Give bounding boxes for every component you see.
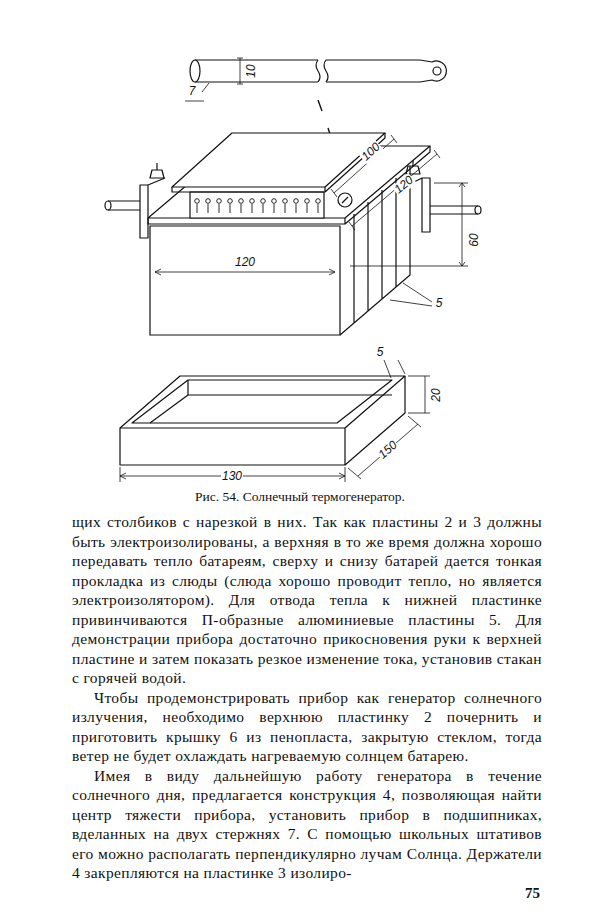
rod xyxy=(185,58,446,137)
terminal xyxy=(239,199,244,204)
hole-mark xyxy=(342,197,348,203)
tray-side xyxy=(345,376,405,465)
dimension-line xyxy=(349,150,440,230)
tray xyxy=(120,360,430,482)
terminal xyxy=(305,199,310,204)
fin-front xyxy=(150,226,340,335)
rod-stub xyxy=(430,206,478,214)
rod-eye xyxy=(420,60,446,82)
body-paragraph: Имея в виду дальнейшую работу генератора… xyxy=(72,766,542,883)
dimension-line xyxy=(155,269,335,275)
terminal xyxy=(294,199,299,204)
tray-inner-wall xyxy=(150,380,392,423)
dimension-label: 7 xyxy=(188,85,197,98)
dimension-label: 120 xyxy=(234,256,256,269)
dimension-label: 5 xyxy=(435,297,444,310)
terminal xyxy=(195,199,200,204)
page-number: 75 xyxy=(525,885,540,902)
plate-top xyxy=(172,133,385,187)
tray-front xyxy=(120,428,345,465)
rod-end xyxy=(190,60,200,82)
battery-band xyxy=(190,192,324,218)
leader-line xyxy=(390,283,432,306)
tray-top xyxy=(120,376,405,428)
dimension-line xyxy=(331,135,397,197)
dimension-label: 120 xyxy=(391,173,416,197)
hole xyxy=(338,193,352,207)
terminals xyxy=(195,199,321,213)
bracket xyxy=(410,178,430,232)
dimension-label: 10 xyxy=(245,63,258,78)
screw-nut xyxy=(150,163,164,178)
terminal xyxy=(250,199,255,204)
dimension-line xyxy=(120,467,345,482)
dimension-label: 130 xyxy=(221,470,243,483)
terminal xyxy=(283,199,288,204)
terminal xyxy=(206,199,211,204)
dimension-line xyxy=(237,58,243,84)
leader-line xyxy=(384,360,405,378)
plate-edge xyxy=(172,133,385,192)
terminal xyxy=(217,199,222,204)
dimension-line xyxy=(348,416,421,479)
dimension-label: 60 xyxy=(468,232,481,247)
battery xyxy=(190,192,324,218)
terminal-legs xyxy=(197,204,318,213)
terminal xyxy=(316,199,321,204)
terminal xyxy=(261,199,266,204)
rod-stub xyxy=(108,201,140,210)
rod-break xyxy=(316,60,328,82)
dimension-label: 20 xyxy=(430,387,443,402)
rod-stub-end xyxy=(475,206,481,214)
dimension-line xyxy=(408,376,430,413)
body-paragraph: щих столбиков с нарезкой в них. Так как … xyxy=(72,512,542,688)
body-text: щих столбиков с нарезкой в них. Так как … xyxy=(72,512,542,883)
dimension-label: 5 xyxy=(376,346,385,359)
leader-line xyxy=(185,83,209,101)
tray-opening xyxy=(132,380,392,423)
terminal xyxy=(272,199,277,204)
figure-caption: Рис. 54. Солнечный термогенератор. xyxy=(0,489,600,505)
body-paragraph: Чтобы продемонстрировать прибор как гене… xyxy=(72,688,542,766)
dimension-label: 150 xyxy=(375,438,400,462)
top-plate xyxy=(172,133,397,197)
rod-outline xyxy=(195,60,420,82)
terminal xyxy=(228,199,233,204)
rod-eye-hole xyxy=(433,67,441,75)
callout-mark xyxy=(318,100,331,137)
rod-stub-end xyxy=(105,201,111,210)
